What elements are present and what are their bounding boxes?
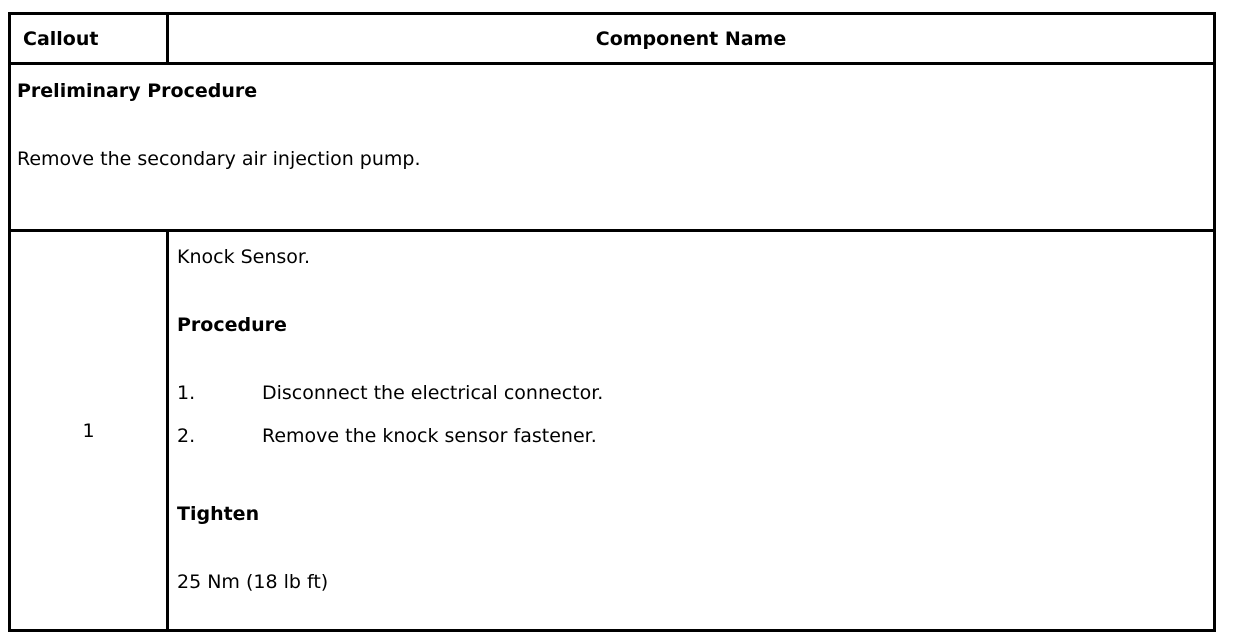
preliminary-procedure-cell: Preliminary Procedure Remove the seconda… bbox=[8, 62, 1216, 232]
step-1-number: 1. bbox=[177, 382, 196, 404]
step-2-number: 2. bbox=[177, 425, 196, 447]
step-1-text: Disconnect the electrical connector. bbox=[262, 382, 604, 404]
component-name-column-header: Component Name bbox=[166, 12, 1216, 65]
preliminary-procedure-row: Preliminary Procedure Remove the seconda… bbox=[8, 62, 1216, 232]
component-row: 1 Knock Sensor. Procedure 1. Disconnect … bbox=[8, 229, 1216, 632]
preliminary-procedure-title: Preliminary Procedure bbox=[17, 80, 258, 102]
document-page: Callout Component Name Preliminary Proce… bbox=[8, 12, 1216, 632]
preliminary-procedure-text: Remove the secondary air injection pump. bbox=[17, 148, 421, 170]
component-table: Callout Component Name Preliminary Proce… bbox=[8, 12, 1216, 632]
component-detail-cell: Knock Sensor. Procedure 1. Disconnect th… bbox=[166, 229, 1216, 632]
callout-number: 1 bbox=[8, 229, 169, 632]
step-2-text: Remove the knock sensor fastener. bbox=[262, 425, 597, 447]
procedure-step-2: 2. Remove the knock sensor fastener. bbox=[177, 423, 1205, 449]
procedure-step-1: 1. Disconnect the electrical connector. bbox=[177, 380, 1205, 406]
component-name-text: Knock Sensor. bbox=[177, 246, 311, 268]
procedure-step-list: 1. Disconnect the electrical connector. … bbox=[177, 380, 1205, 449]
tighten-label: Tighten bbox=[177, 503, 260, 525]
header-row: Callout Component Name bbox=[8, 12, 1216, 65]
callout-column-header: Callout bbox=[8, 12, 169, 65]
tighten-value: 25 Nm (18 lb ft) bbox=[177, 571, 329, 593]
procedure-label: Procedure bbox=[177, 314, 287, 336]
